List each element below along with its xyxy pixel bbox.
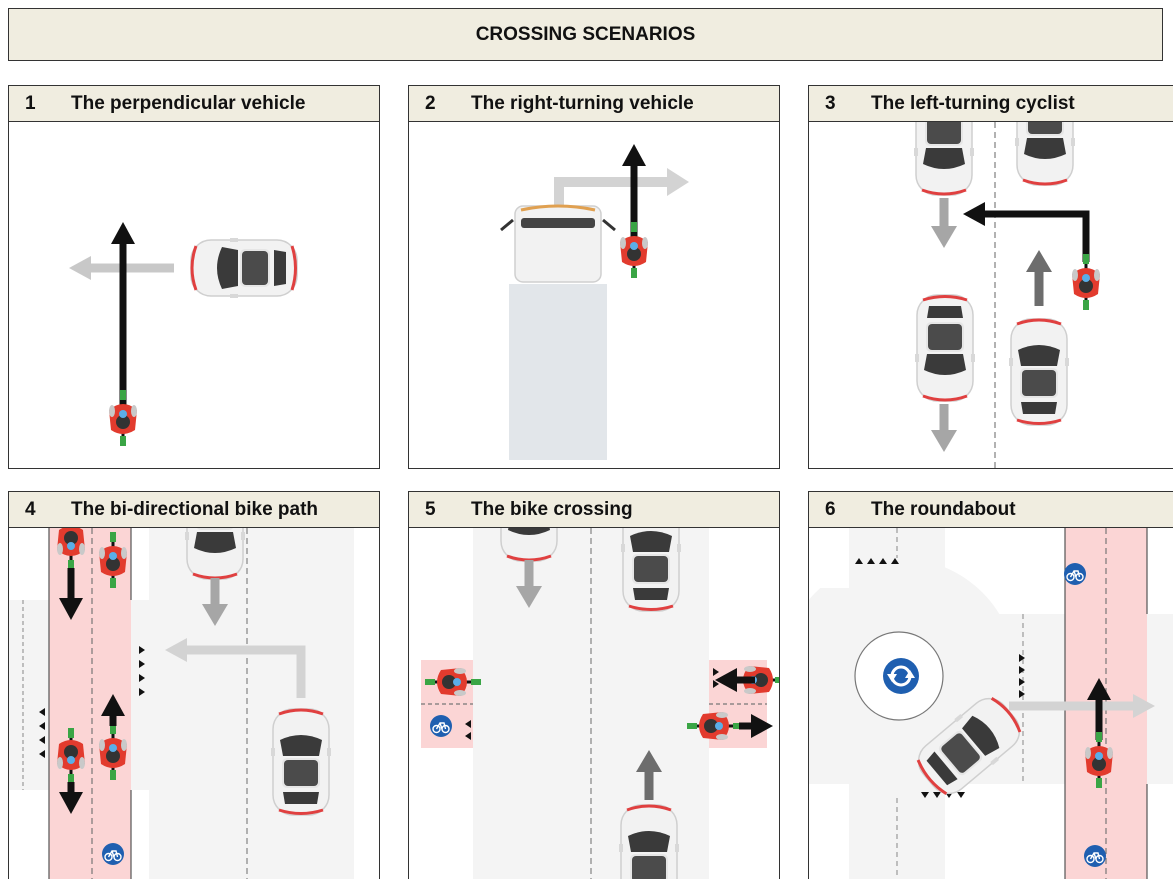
panel-number: 6 <box>825 498 836 520</box>
panel-number: 2 <box>425 92 436 114</box>
scenario-illustration <box>808 121 1173 469</box>
car-icon <box>617 803 681 879</box>
panel-roundabout: 6 The roundabout <box>808 491 1173 879</box>
panel-header: 6 The roundabout <box>808 491 1173 528</box>
bike-path-sign-icon <box>101 842 125 866</box>
car-icon <box>497 528 561 563</box>
panel-title: The bike crossing <box>471 498 633 520</box>
car-icon <box>913 293 977 403</box>
cyclist-icon <box>107 388 139 448</box>
cyclist-path-arrow <box>981 210 1090 262</box>
truck-trailer <box>509 284 607 460</box>
panel-header: 4 The bi-directional bike path <box>8 491 380 528</box>
car-icon <box>269 707 333 817</box>
panel-header: 5 The bike crossing <box>408 491 780 528</box>
panel-header: 3 The left-turning cyclist <box>808 85 1173 122</box>
panel-bike-crossing: 5 The bike crossing <box>408 491 780 879</box>
panel-title: The bi-directional bike path <box>71 498 319 520</box>
cyclist-icon <box>618 220 650 280</box>
panel-title: The right-turning vehicle <box>471 92 694 114</box>
car-icon <box>912 122 976 197</box>
scenario-illustration <box>8 121 380 469</box>
car-icon <box>189 236 299 300</box>
panel-header: 2 The right-turning vehicle <box>408 85 780 122</box>
bike-lane <box>49 528 131 879</box>
roundabout-sign-icon <box>883 658 919 694</box>
page-title: CROSSING SCENARIOS <box>8 8 1163 61</box>
bike-path-sign-icon <box>1063 562 1087 586</box>
panel-title: The perpendicular vehicle <box>71 92 306 114</box>
give-way-markings <box>855 558 1025 798</box>
panel-title: The left-turning cyclist <box>871 92 1075 114</box>
scenario-illustration <box>8 527 380 879</box>
panel-number: 4 <box>25 498 36 520</box>
bike-path-sign-icon <box>429 714 453 738</box>
car-icon <box>619 528 683 613</box>
car-icon <box>1007 317 1071 427</box>
vehicle-path-arrow <box>183 645 306 698</box>
give-way-markings <box>465 668 719 740</box>
panel-left-turning-cyclist: 3 The left-turning cyclist <box>808 85 1173 469</box>
panel-bi-directional-bike-path: 4 The bi-directional bike path <box>8 491 380 879</box>
panel-number: 3 <box>825 92 836 114</box>
scenario-illustration <box>808 527 1173 879</box>
panel-title: The roundabout <box>871 498 1016 520</box>
car-icon <box>183 528 247 581</box>
bike-path-sign-icon <box>1083 844 1107 868</box>
scenario-illustration <box>408 527 780 879</box>
panel-header: 1 The perpendicular vehicle <box>8 85 380 122</box>
truck-icon <box>500 204 616 283</box>
panel-right-turning-vehicle: 2 The right-turning vehicle <box>408 85 780 469</box>
panel-number: 5 <box>425 498 436 520</box>
give-way-markings <box>39 646 145 758</box>
panel-perpendicular-vehicle: 1 The perpendicular vehicle <box>8 85 380 469</box>
scenario-illustration <box>408 121 780 469</box>
cyclist-icon <box>1070 252 1102 312</box>
road <box>149 528 354 879</box>
panel-number: 1 <box>25 92 36 114</box>
car-icon <box>1013 122 1077 187</box>
